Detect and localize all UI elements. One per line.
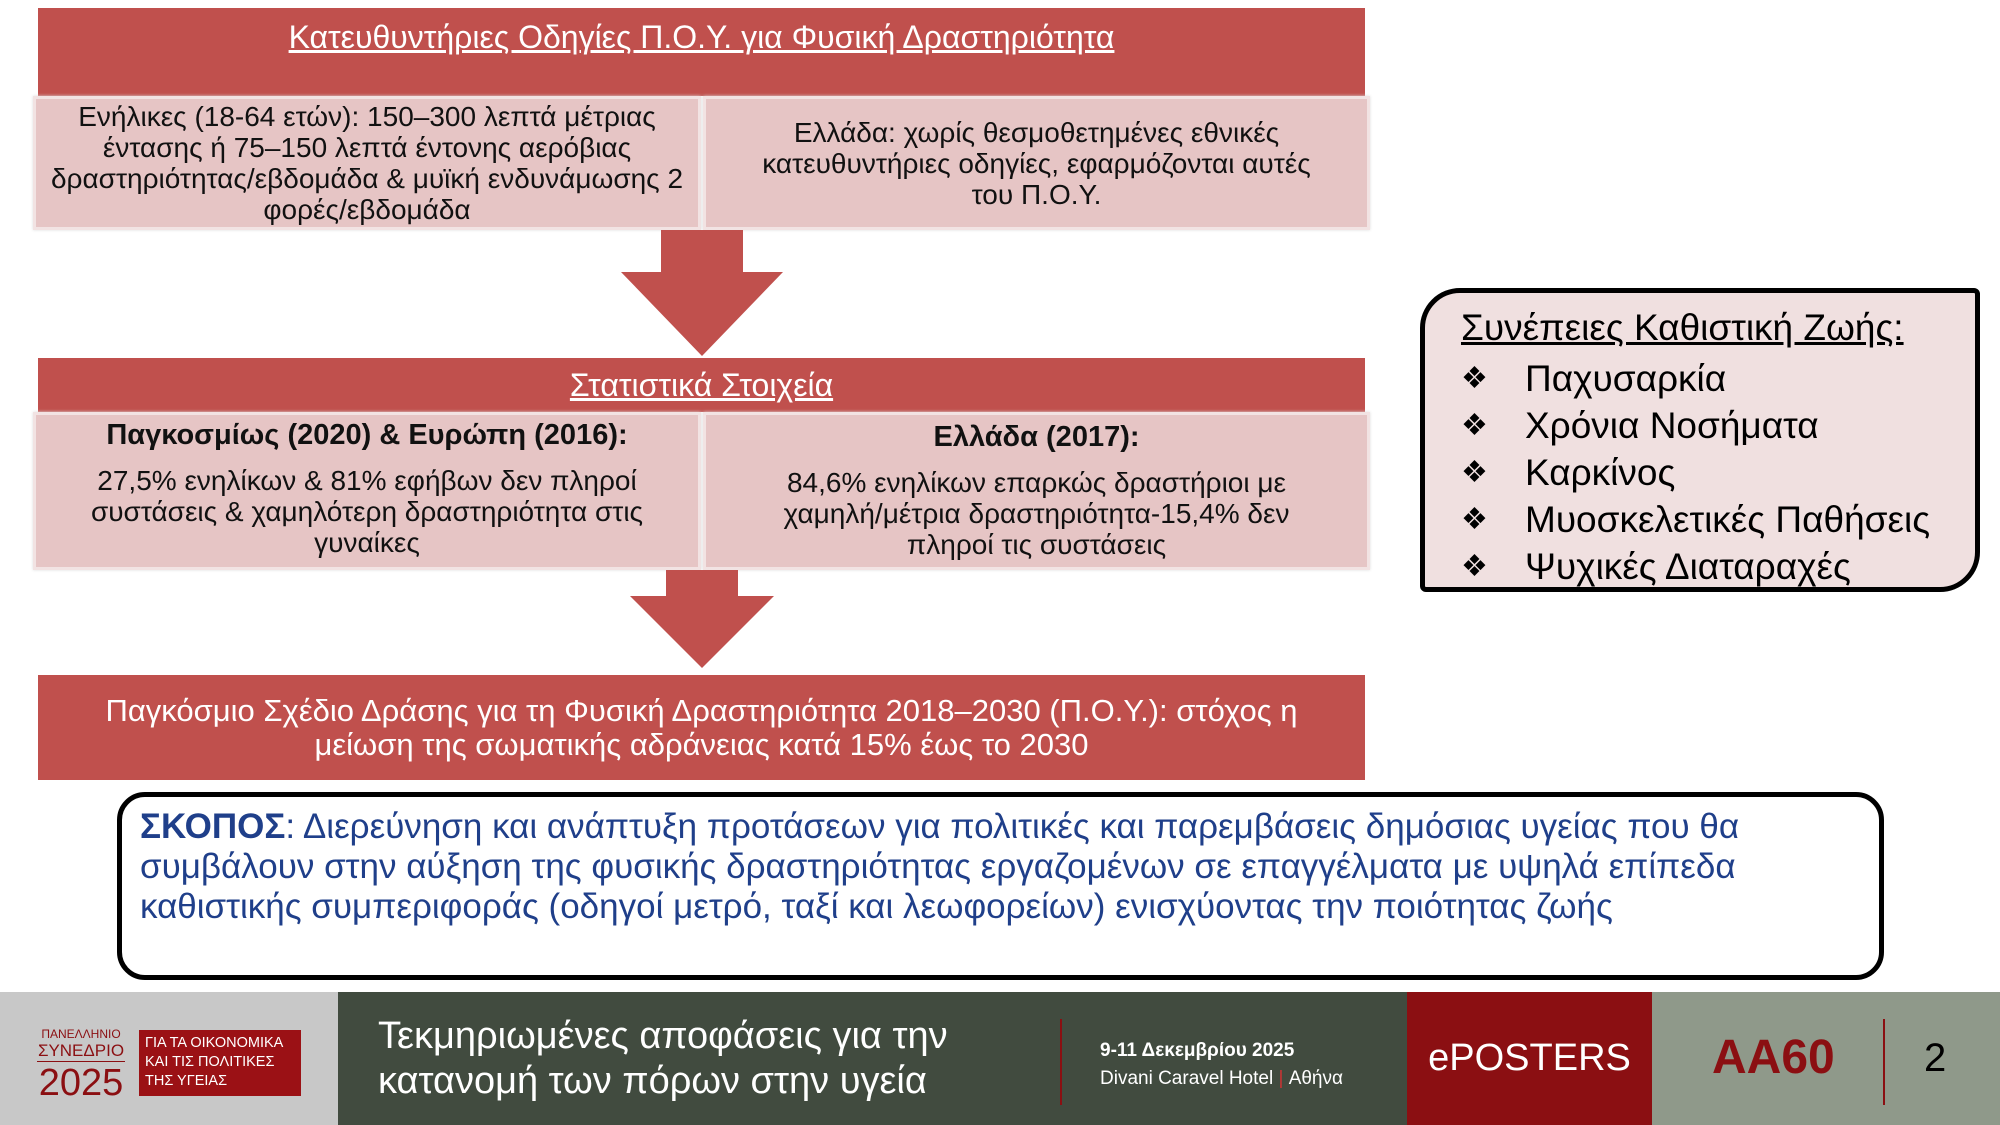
consequence-item: ❖ Ψυχικές Διαταραχές — [1461, 543, 1975, 590]
stats-global-heading: Παγκοσμίως (2020) & Ευρώπη (2016): — [106, 419, 628, 451]
adults-text: Ενήλικες (18-64 ετών): 150–300 λεπτά μέτ… — [50, 101, 684, 225]
divider — [1883, 1019, 1885, 1105]
stats-greece-heading: Ελλάδα (2017): — [933, 421, 1140, 453]
logo-box-line: ΓΙΑ ΤΑ ΟΙΚΟΝΟΜΙΚΑ — [145, 1035, 284, 1051]
theme-line1: Τεκμηριωμένες αποφάσεις για την — [378, 1015, 948, 1057]
logo-mid: ΣΥΝΕΔΡΙΟ — [37, 1041, 125, 1062]
consequence-item: ❖ Μυοσκελετικές Παθήσεις — [1461, 496, 1975, 543]
stats-greece-text: 84,6% ενηλίκων επαρκώς δραστήριοι με χαμ… — [783, 467, 1290, 560]
action-plan-text: Παγκόσμιο Σχέδιο Δράσης για τη Φυσική Δρ… — [105, 692, 1298, 762]
consequence-label: Καρκίνος — [1525, 451, 1676, 493]
consequence-item: ❖ Χρόνια Νοσήματα — [1461, 402, 1975, 449]
stats-title: Στατιστικά Στοιχεία — [38, 358, 1365, 412]
logo-year: 2025 — [38, 1062, 124, 1104]
footer: ΠΑΝΕΛΛΗΝΙΟ ΣΥΝΕΔΡΙΟ 2025 ΓΙΑ ΤΑ ΟΙΚΟΝΟΜΙ… — [0, 992, 2000, 1125]
aim-text: : Διερεύνηση και ανάπτυξη προτάσεων για … — [140, 807, 1740, 926]
logo-top: ΠΑΝΕΛΛΗΝΙΟ — [41, 1027, 121, 1041]
consequence-label: Χρόνια Νοσήματα — [1525, 404, 1819, 446]
guidelines-title: Κατευθυντήριες Οδηγίες Π.Ο.Υ. για Φυσική… — [38, 8, 1365, 96]
eposters-button[interactable]: ePOSTERS — [1407, 992, 1652, 1125]
bullet-icon: ❖ — [1461, 550, 1488, 583]
consequences-box: Συνέπειες Καθιστική Ζωής: ❖ Παχυσαρκία ❖ Χρ… — [1420, 288, 1980, 592]
consequences-title: Συνέπειες Καθιστική Ζωής: — [1461, 307, 1904, 348]
down-arrow-icon — [630, 570, 774, 668]
event-venue: Divani Caravel Hotel — [1100, 1068, 1274, 1089]
bullet-icon: ❖ — [1461, 456, 1488, 489]
stats-global-text: 27,5% ενηλίκων & 81% εφήβων δεν πληροί σ… — [90, 465, 644, 558]
consequence-label: Μυοσκελετικές Παθήσεις — [1525, 498, 1931, 540]
divider — [1060, 1019, 1062, 1105]
eposters-label: ePOSTERS — [1428, 1037, 1631, 1079]
event-city: Αθήνα — [1288, 1068, 1343, 1089]
theme-line2: κατανομή των πόρων στην υγεία — [378, 1060, 927, 1102]
down-arrow-icon — [621, 230, 783, 356]
footer-code: AA60 2 — [1652, 992, 2000, 1125]
consequence-item: ❖ Καρκίνος — [1461, 449, 1975, 496]
bullet-icon: ❖ — [1461, 409, 1488, 442]
aim-box: ΣΚΟΠΟΣ: Διερεύνηση και ανάπτυξη προτάσεω… — [117, 792, 1884, 980]
bullet-icon: ❖ — [1461, 503, 1488, 536]
logo-box-line: ΚΑΙ ΤΙΣ ΠΟΛΙΤΙΚΕΣ — [145, 1054, 275, 1070]
consequence-item: ❖ Παχυσαρκία — [1461, 355, 1975, 402]
page-number: 2 — [1924, 1036, 1947, 1080]
stats-global: Παγκοσμίως (2020) & Ευρώπη (2016): 27,5%… — [33, 412, 701, 570]
bullet-icon: ❖ — [1461, 362, 1488, 395]
guidelines-greece: Ελλάδα: χωρίς θεσμοθετημένες εθνικές κατ… — [703, 96, 1370, 230]
event-dates: 9-11 Δεκεμβρίου 2025 — [1100, 1040, 1295, 1061]
logo-box-line: ΤΗΣ ΥΓΕΙΑΣ — [145, 1073, 228, 1089]
aim-label: ΣΚΟΠΟΣ — [140, 807, 286, 846]
consequence-label: Ψυχικές Διαταραχές — [1525, 545, 1851, 587]
poster-code: AA60 — [1712, 1031, 1835, 1084]
guidelines-adults: Ενήλικες (18-64 ετών): 150–300 λεπτά μέτ… — [33, 96, 701, 230]
greece-guidelines-text: Ελλάδα: χωρίς θεσμοθετημένες εθνικές κατ… — [762, 116, 1311, 210]
stats-greece: Ελλάδα (2017): 84,6% ενηλίκων επαρκώς δρ… — [703, 412, 1370, 570]
consequence-label: Παχυσαρκία — [1525, 357, 1727, 399]
footer-logo: ΠΑΝΕΛΛΗΝΙΟ ΣΥΝΕΔΡΙΟ 2025 ΓΙΑ ΤΑ ΟΙΚΟΝΟΜΙ… — [0, 992, 338, 1125]
action-plan-banner: Παγκόσμιο Σχέδιο Δράσης για τη Φυσική Δρ… — [38, 675, 1365, 780]
footer-theme: Τεκμηριωμένες αποφάσεις για την κατανομή… — [338, 992, 1407, 1125]
